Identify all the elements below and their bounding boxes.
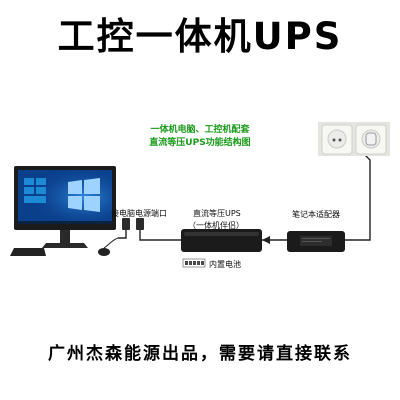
battery-indicator-icon [182, 258, 206, 268]
wire-adapter-socket [345, 149, 371, 241]
wall-socket-icon [318, 122, 390, 156]
caption-line-2: 直流等压UPS功能结构图 [149, 138, 251, 148]
dc-connector-icon [122, 218, 144, 230]
all-in-one-computer-icon [10, 166, 119, 256]
battery-label: 内置电池 [209, 260, 241, 269]
page-title: 工控一体机UPS [57, 15, 343, 58]
caption-line-1: 一体机电脑、工控机配套 [150, 125, 250, 135]
ups-box-icon [181, 229, 262, 268]
computer-port-label: 接电脑电源端口 [111, 209, 167, 218]
wire-ups-computer [139, 228, 181, 241]
arrow-left-icon [262, 236, 270, 244]
ups-sub-label: （一体机伴侣） [188, 221, 244, 230]
ups-name-label: 直流等压UPS [193, 209, 241, 218]
adapter-label: 笔记本适配器 [292, 210, 340, 219]
diagram-caption: 一体机电脑、工控机配套 直流等压UPS功能结构图 [0, 124, 400, 150]
footer-text: 广州杰森能源出品，需要请直接联系 [48, 344, 352, 364]
power-adapter-icon [287, 231, 345, 252]
